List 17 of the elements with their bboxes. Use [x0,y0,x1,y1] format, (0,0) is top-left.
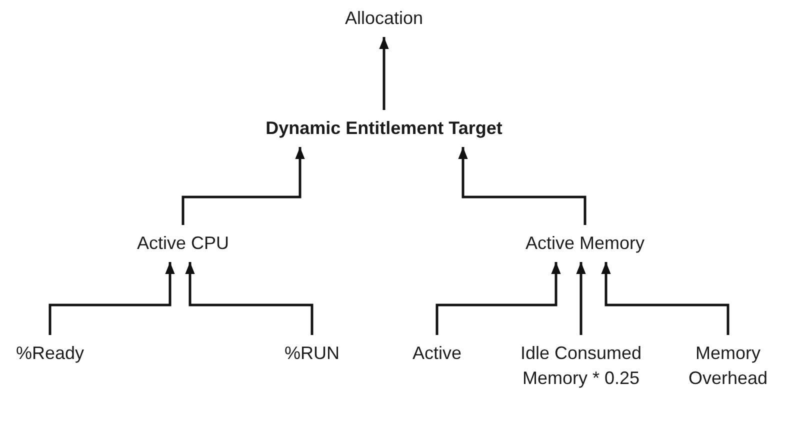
node-label: Memory Overhead [673,341,783,391]
node-label: Active CPU [136,231,230,256]
node-label: %Ready [16,341,84,366]
arrow [185,262,314,335]
node-label: Allocation [344,6,424,31]
node-label: Idle Consumed Memory * 0.25 [501,341,661,391]
node-label: %RUN [284,341,340,366]
node-label: Active Memory [525,231,645,256]
arrow [182,147,305,225]
arrow [576,262,586,335]
arrow [436,262,561,335]
node-label: Active [412,341,462,366]
arrow [601,262,730,335]
arrow [379,37,389,110]
arrow [48,262,175,335]
arrow [458,147,586,225]
node-label: Dynamic Entitlement Target [266,116,502,141]
